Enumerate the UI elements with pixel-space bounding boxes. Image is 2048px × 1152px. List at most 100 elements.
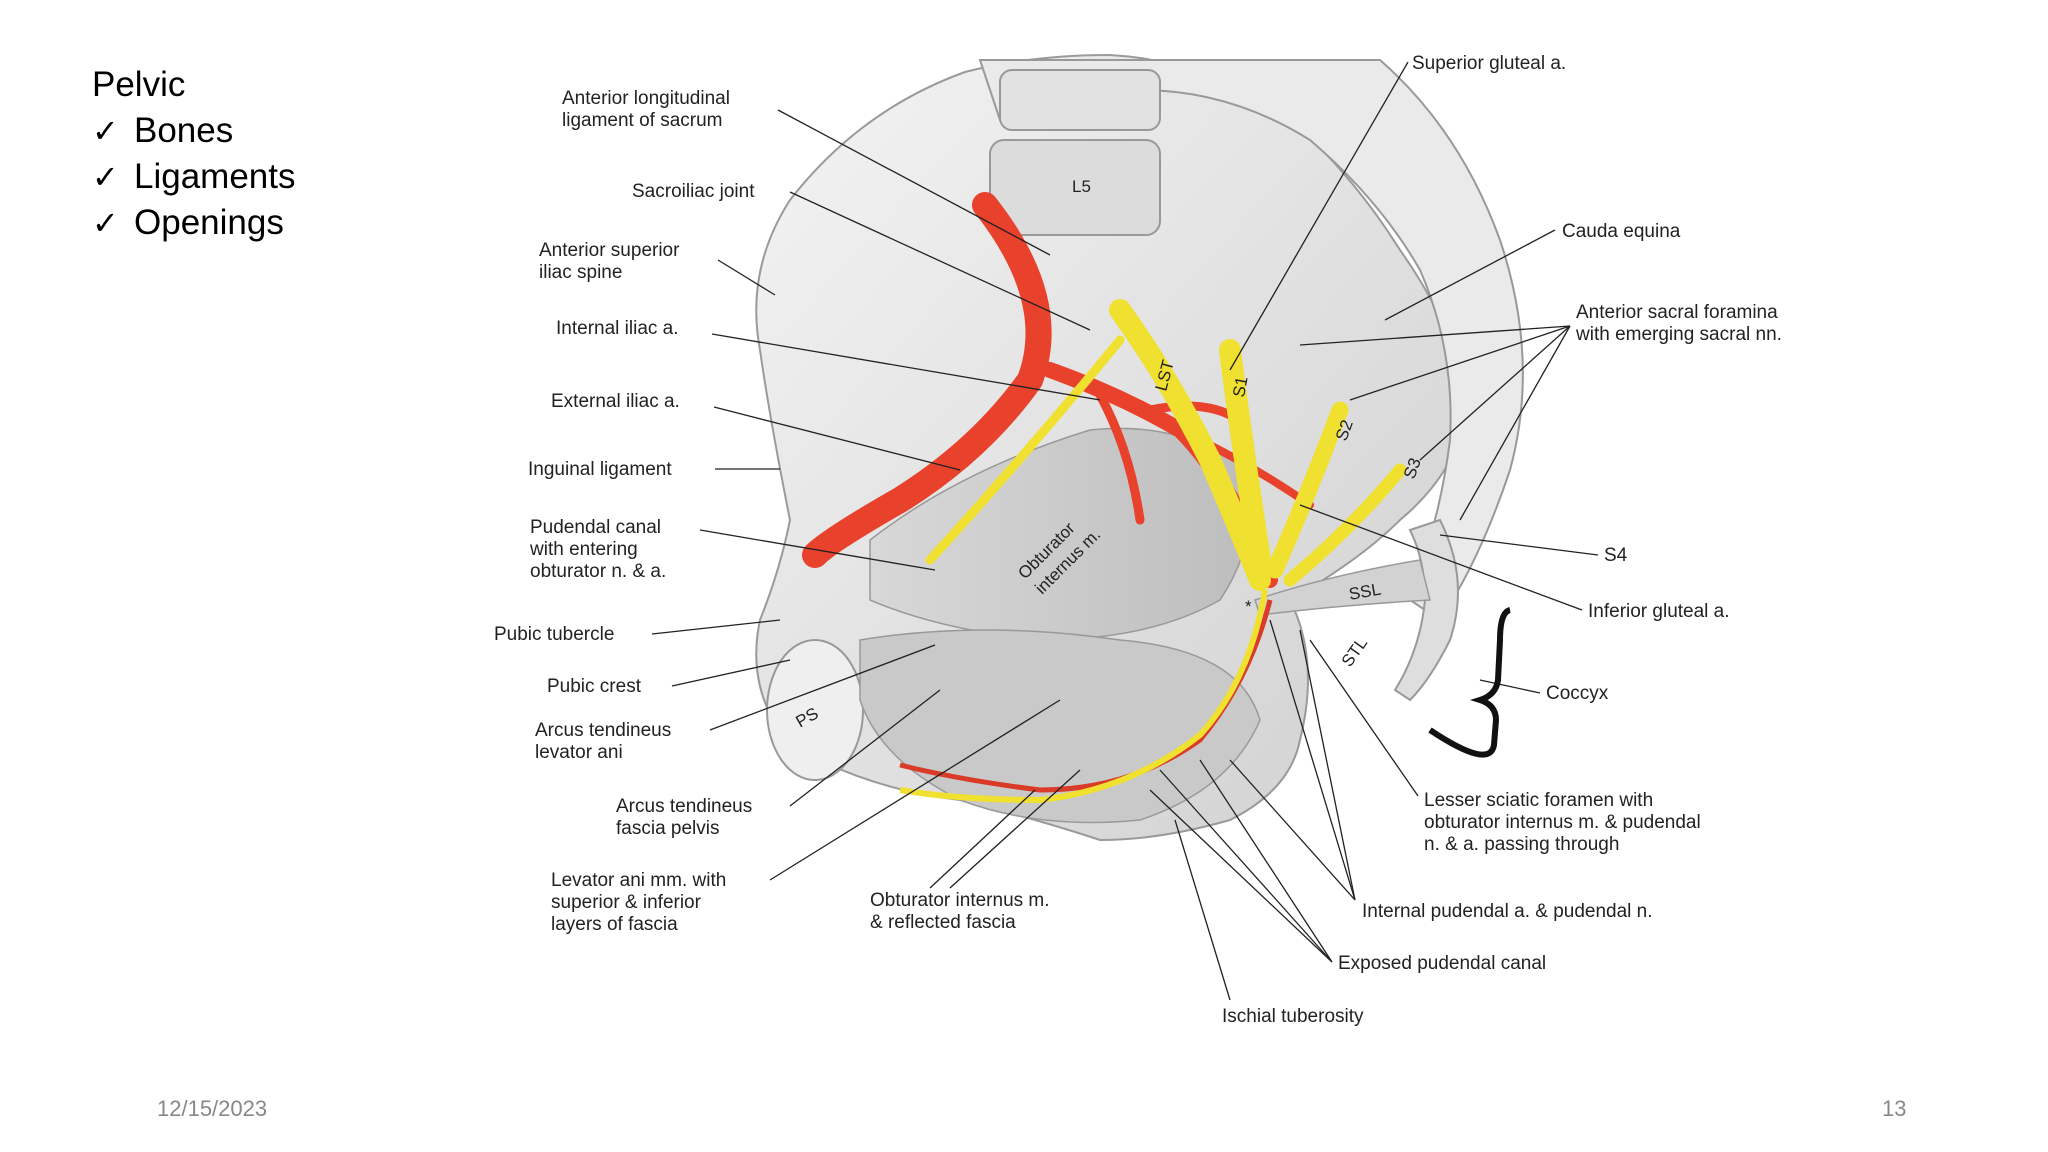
label-exposed-pud: Exposed pudendal canal <box>1338 953 1546 974</box>
sacral-nerve-s1 <box>1219 339 1271 571</box>
label-ant-sacral-1: Anterior sacral foramina <box>1576 302 1778 323</box>
vertebra-l5 <box>989 139 1161 236</box>
label-inf-gluteal: Inferior gluteal a. <box>1588 601 1730 622</box>
pudendal-nerve <box>899 589 1268 804</box>
leader-line <box>789 689 941 807</box>
check-icon: ✓ <box>92 113 119 149</box>
sacrum <box>978 59 1524 622</box>
label-obt-int-1: Obturator internus m. <box>870 890 1050 911</box>
leader-line <box>1299 325 1571 346</box>
check-icon: ✓ <box>92 159 119 195</box>
leader-line <box>789 191 1091 331</box>
bullet-item-ligaments: ✓ Ligaments <box>92 154 295 200</box>
label-s4: S4 <box>1604 545 1628 566</box>
label-pud-canal-2: with entering <box>529 539 638 560</box>
leader-line <box>929 789 1036 889</box>
tag-s1: S1 <box>1229 375 1251 399</box>
leader-line <box>1174 819 1231 1001</box>
label-pubic-tubercle: Pubic tubercle <box>494 624 614 645</box>
label-pud-canal-1: Pudendal canal <box>530 517 661 538</box>
label-ext-iliac: External iliac a. <box>551 391 680 412</box>
obturator-nerve <box>925 335 1125 565</box>
label-ischial: Ischial tuberosity <box>1222 1006 1364 1027</box>
levator-ani-muscle <box>859 629 1261 824</box>
leader-line <box>671 659 791 687</box>
label-coccyx: Coccyx <box>1546 683 1609 704</box>
leader-line <box>1384 229 1556 321</box>
label-ant-long-lig-1: Anterior longitudinal <box>562 88 730 109</box>
label-sup-gluteal: Superior gluteal a. <box>1412 53 1566 74</box>
leader-line <box>1229 759 1356 901</box>
coccyx-brace <box>1428 607 1512 758</box>
leader-line <box>1349 325 1571 401</box>
label-ant-sacral-2: with emerging sacral nn. <box>1575 324 1782 345</box>
sacral-nerve-s3 <box>1283 463 1407 587</box>
leader-line <box>1229 61 1409 371</box>
label-pubic-crest: Pubic crest <box>547 676 642 697</box>
label-asis-2: iliac spine <box>539 262 622 283</box>
leader-line <box>651 619 781 635</box>
label-arcus-lev-1: Arcus tendineus <box>535 720 671 741</box>
label-levator-2: superior & inferior <box>551 892 702 913</box>
label-lesser-sci-3: n. & a. passing through <box>1424 834 1619 855</box>
coccyx-bone <box>1393 518 1459 702</box>
tag-l5: L5 <box>1072 177 1091 196</box>
leader-line <box>1459 325 1571 521</box>
label-lesser-sci-1: Lesser sciatic foramen with <box>1424 790 1653 811</box>
leader-line <box>1299 504 1583 611</box>
leader-line <box>1149 789 1333 963</box>
label-levator-1: Levator ani mm. with <box>551 870 726 891</box>
label-inguinal: Inguinal ligament <box>528 459 672 480</box>
leader-line <box>713 406 961 471</box>
bullet-item-openings: ✓ Openings <box>92 200 295 246</box>
leader-line <box>711 333 1101 401</box>
leader-lines <box>651 61 1599 1001</box>
vertebra-upper <box>999 69 1161 131</box>
footer-date: 12/15/2023 <box>157 1096 268 1121</box>
leader-line <box>949 769 1081 889</box>
page-number: 13 <box>1882 1096 1907 1121</box>
slide-title: Pelvic <box>92 65 186 104</box>
label-arcus-lev-2: levator ani <box>535 742 623 763</box>
leader-line <box>769 699 1061 881</box>
bullet-label: Bones <box>134 111 234 150</box>
leader-line <box>1159 769 1333 963</box>
leader-line <box>1299 629 1356 901</box>
label-pud-canal-3: obturator n. & a. <box>530 561 666 582</box>
tag-star: * <box>1245 597 1252 616</box>
leader-line <box>699 529 936 571</box>
label-asis-1: Anterior superior <box>539 240 680 261</box>
bullet-label: Openings <box>134 203 284 242</box>
sacrospinous-ligament <box>1254 559 1431 616</box>
leader-line <box>1479 679 1541 694</box>
label-cauda: Cauda equina <box>1562 221 1681 242</box>
label-int-pudendal: Internal pudendal a. & pudendal n. <box>1362 901 1653 922</box>
lumbosacral-trunk-nerve <box>1109 299 1271 591</box>
leader-line <box>1439 534 1599 556</box>
leader-line <box>1269 619 1356 901</box>
sacral-nerve-s2 <box>1266 401 1349 579</box>
label-arcus-fasc-1: Arcus tendineus <box>616 796 752 817</box>
leader-line <box>1419 325 1571 461</box>
tag-stl: STL <box>1338 634 1371 670</box>
leader-line <box>1199 759 1333 963</box>
label-levator-3: layers of fascia <box>551 914 678 935</box>
bullet-label: Ligaments <box>134 157 296 196</box>
label-arcus-fasc-2: fascia pelvis <box>616 818 720 839</box>
label-ant-long-lig-2: ligament of sacrum <box>562 110 723 131</box>
label-lesser-sci-2: obturator internus m. & pudendal <box>1424 812 1701 833</box>
label-int-iliac: Internal iliac a. <box>556 318 679 339</box>
bullet-item-bones: ✓ Bones <box>92 108 295 154</box>
label-sacroiliac: Sacroiliac joint <box>632 181 755 202</box>
artery-branch <box>1095 390 1145 525</box>
leader-line <box>709 644 936 731</box>
slide-bullet-list: Pelvic ✓ Bones ✓ Ligaments ✓ Openings <box>92 62 295 246</box>
artery-branch <box>1145 401 1235 420</box>
label-obt-int-2: & reflected fascia <box>870 912 1016 933</box>
check-icon: ✓ <box>92 205 119 241</box>
leader-line <box>1309 639 1419 797</box>
leader-line <box>717 259 776 296</box>
external-iliac-artery <box>802 192 1052 568</box>
